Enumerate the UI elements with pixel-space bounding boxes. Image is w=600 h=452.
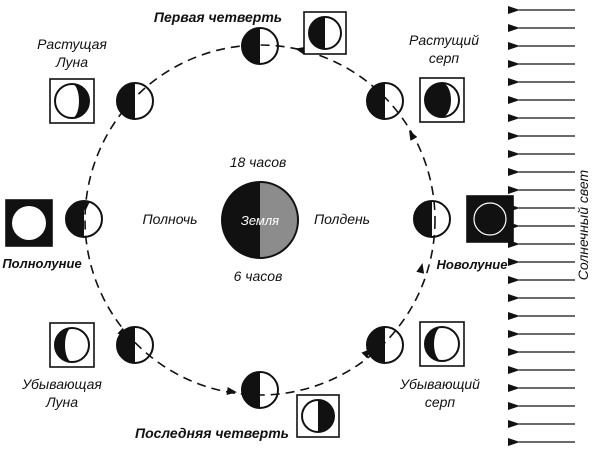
orbit-moon-last-quarter (241, 371, 279, 409)
orbit-moon-waning-gibbous (116, 326, 154, 364)
view-waning-gibbous (49, 322, 95, 368)
orbit-moon-full (65, 200, 103, 238)
view-last-quarter (296, 394, 340, 438)
view-waxing-crescent (419, 77, 465, 123)
view-full-moon (5, 199, 53, 247)
waxing-gibbous-label-1: Растущая (37, 36, 107, 52)
midnight-label: Полночь (143, 211, 198, 227)
orbit-arrow (416, 263, 425, 274)
orbit-moon-first-quarter (241, 27, 279, 65)
new-moon-label: Новолуние (437, 257, 508, 272)
waxing-crescent-label-2: серп (429, 50, 460, 66)
orbit-arrow (409, 130, 418, 141)
waning-gibbous-label-1: Убывающая (21, 376, 102, 392)
waxing-gibbous-label-2: Луна (55, 54, 88, 70)
sunlight-rays (508, 6, 575, 446)
view-first-quarter (303, 11, 347, 55)
waning-crescent-label-2: серп (425, 394, 456, 410)
orbit-moon-waxing-gibbous (116, 82, 154, 120)
earth-label: Земля (241, 213, 279, 228)
orbit-moon-waxing-crescent (366, 82, 404, 120)
noon-label: Полдень (314, 211, 370, 227)
view-new-moon (466, 195, 514, 243)
waning-crescent-label-1: Убывающий (399, 376, 480, 392)
orbit-moon-waning-crescent (366, 326, 404, 364)
last-quarter-label: Последняя четверть (135, 425, 289, 441)
orbit-arrow (295, 46, 306, 55)
earth: Земля (221, 181, 299, 259)
waning-gibbous-label-2: Луна (45, 394, 78, 410)
orbit-arrow (226, 387, 237, 395)
hours-6-label: 6 часов (234, 268, 283, 284)
hours-18-label: 18 часов (230, 154, 287, 170)
full-moon-label: Полнолуние (2, 256, 81, 271)
orbit-arrow (361, 348, 372, 359)
waxing-crescent-label-1: Растущий (409, 32, 479, 48)
first-quarter-label: Первая четверть (154, 9, 282, 25)
view-waning-crescent (419, 321, 465, 367)
view-waxing-gibbous (49, 78, 95, 124)
sunlight-label: Солнечный свет (575, 169, 591, 280)
orbit-moon-new (413, 200, 451, 238)
